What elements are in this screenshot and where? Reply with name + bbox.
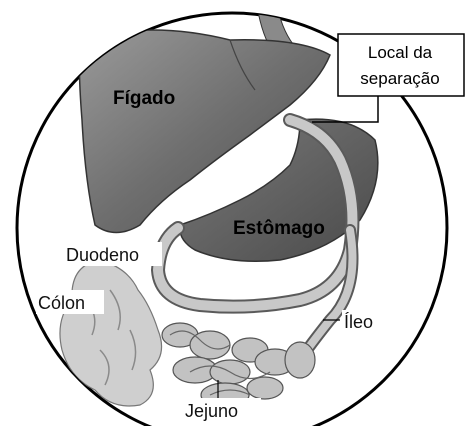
jejunum-label: Jejuno — [185, 401, 238, 421]
stomach-label: Estômago — [233, 218, 325, 239]
ileum-label: Íleo — [344, 312, 373, 332]
separation-label-line1: Local da — [368, 43, 433, 62]
liver-label: Fígado — [113, 88, 175, 109]
separation-label-line2: separação — [360, 69, 439, 88]
duodenum-label: Duodeno — [66, 245, 139, 265]
colon-label: Cólon — [38, 293, 85, 313]
